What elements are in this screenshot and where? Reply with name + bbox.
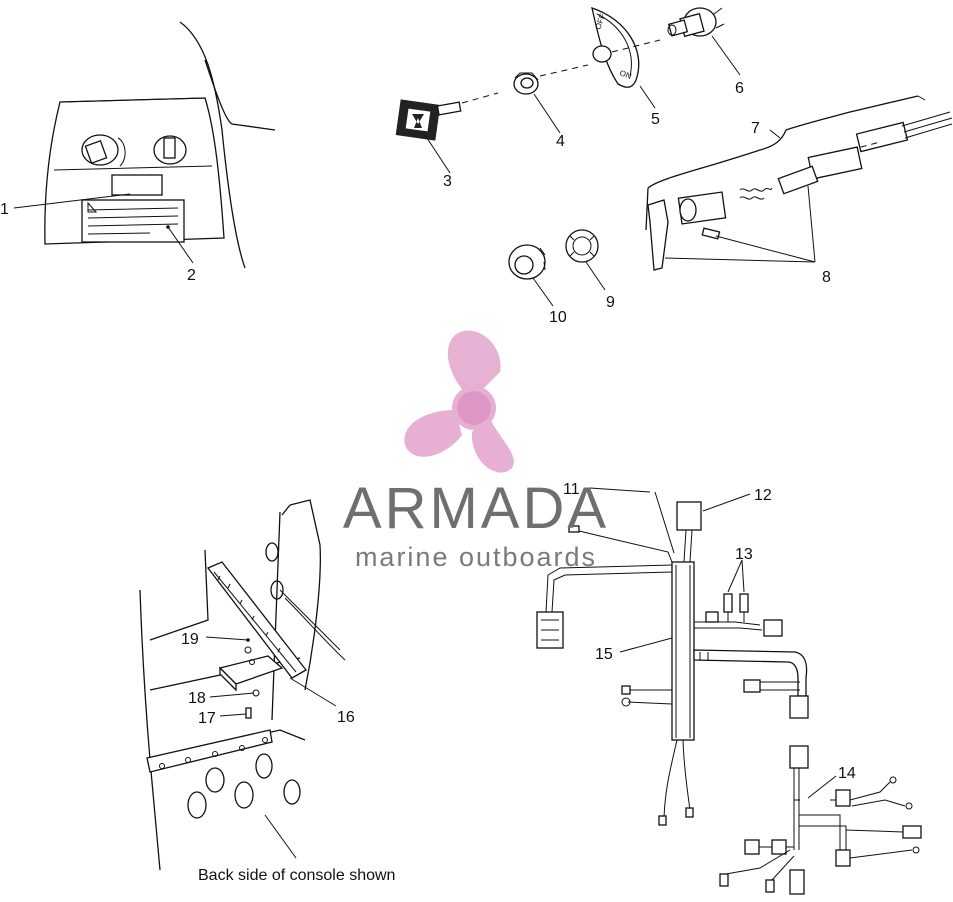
callout-16: 16 — [337, 709, 355, 726]
callout-8: 8 — [822, 269, 831, 286]
callout-5: 5 — [651, 111, 660, 128]
callout-9: 9 — [606, 294, 615, 311]
callout-19: 19 — [181, 631, 199, 648]
watermark-brand: ARMADA — [343, 476, 609, 541]
callout-2: 2 — [187, 267, 196, 284]
on-position-label: ON — [618, 68, 633, 81]
propeller-logo-icon — [404, 330, 514, 473]
callout-4: 4 — [556, 133, 565, 150]
callout-13: 13 — [735, 546, 753, 563]
callout-15: 15 — [595, 646, 613, 663]
armada-watermark: ARMADA marine outboards — [343, 330, 609, 572]
watermark-tagline: marine outboards — [355, 542, 597, 572]
callout-17: 17 — [198, 710, 216, 727]
console-back-drawing — [139, 499, 346, 871]
callout-6: 6 — [735, 80, 744, 97]
callout-1: 1 — [0, 201, 9, 218]
wiring-harness-drawing — [536, 487, 922, 895]
callout-12: 12 — [754, 487, 772, 504]
callout-18: 18 — [188, 690, 206, 707]
callout-14: 14 — [838, 765, 856, 782]
key-switch-exploded-drawing: OFF ON — [395, 7, 953, 307]
callout-labels: 1 2 3 4 5 6 7 8 9 10 11 12 13 14 15 16 1… — [0, 80, 856, 782]
callout-7: 7 — [751, 120, 760, 137]
diagram-caption: Back side of console shown — [198, 867, 395, 884]
callout-10: 10 — [549, 309, 567, 326]
callout-11: 11 — [563, 481, 580, 498]
console-front-drawing — [13, 21, 276, 269]
callout-3: 3 — [443, 173, 452, 190]
